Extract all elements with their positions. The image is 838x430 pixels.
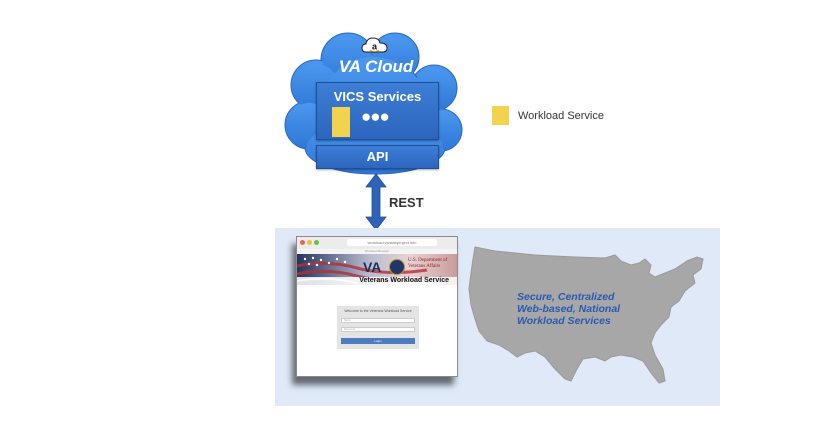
browser-screenshot: workload.vicslabproject.info Workload Br… [296, 236, 458, 377]
login-title: Welcome to the Veterans Workload Service [344, 309, 412, 313]
page-title-strip: Workload Browser [297, 249, 457, 254]
usa-map [468, 246, 704, 384]
username-field[interactable]: Name [341, 318, 415, 323]
rest-label: REST [389, 195, 424, 210]
workload-service-block [332, 107, 350, 137]
api-box: API [316, 145, 439, 169]
va-seal-icon [389, 259, 405, 275]
vics-services-title: VICS Services [333, 89, 422, 104]
double-arrow-icon [365, 173, 387, 231]
map-caption: Secure, Centralized Web-based, National … [517, 291, 621, 327]
va-logo-text: VA [363, 259, 382, 275]
vics-services-box: VICS Services ●●● [316, 82, 439, 140]
login-card: Welcome to the Veterans Workload Service… [337, 306, 419, 349]
password-field[interactable]: Password [341, 327, 415, 332]
cloud-title: VA Cloud [338, 57, 414, 76]
department-text: U.S. Department of Veterans Affairs [408, 258, 448, 269]
close-dot-icon [300, 240, 305, 245]
svg-text:a: a [372, 42, 378, 52]
url-bar: workload.vicslabproject.info [347, 239, 437, 246]
site-header-label: Veterans Workload Service [359, 277, 449, 284]
maximize-dot-icon [314, 240, 319, 245]
flag-banner [297, 254, 457, 285]
login-button[interactable]: Login [341, 338, 415, 344]
legend-swatch [492, 106, 509, 125]
minimize-dot-icon [307, 240, 312, 245]
more-services-ellipsis: ●●● [361, 107, 390, 126]
legend-label: Workload Service [518, 110, 604, 122]
amazon-a-icon: a [361, 37, 388, 53]
